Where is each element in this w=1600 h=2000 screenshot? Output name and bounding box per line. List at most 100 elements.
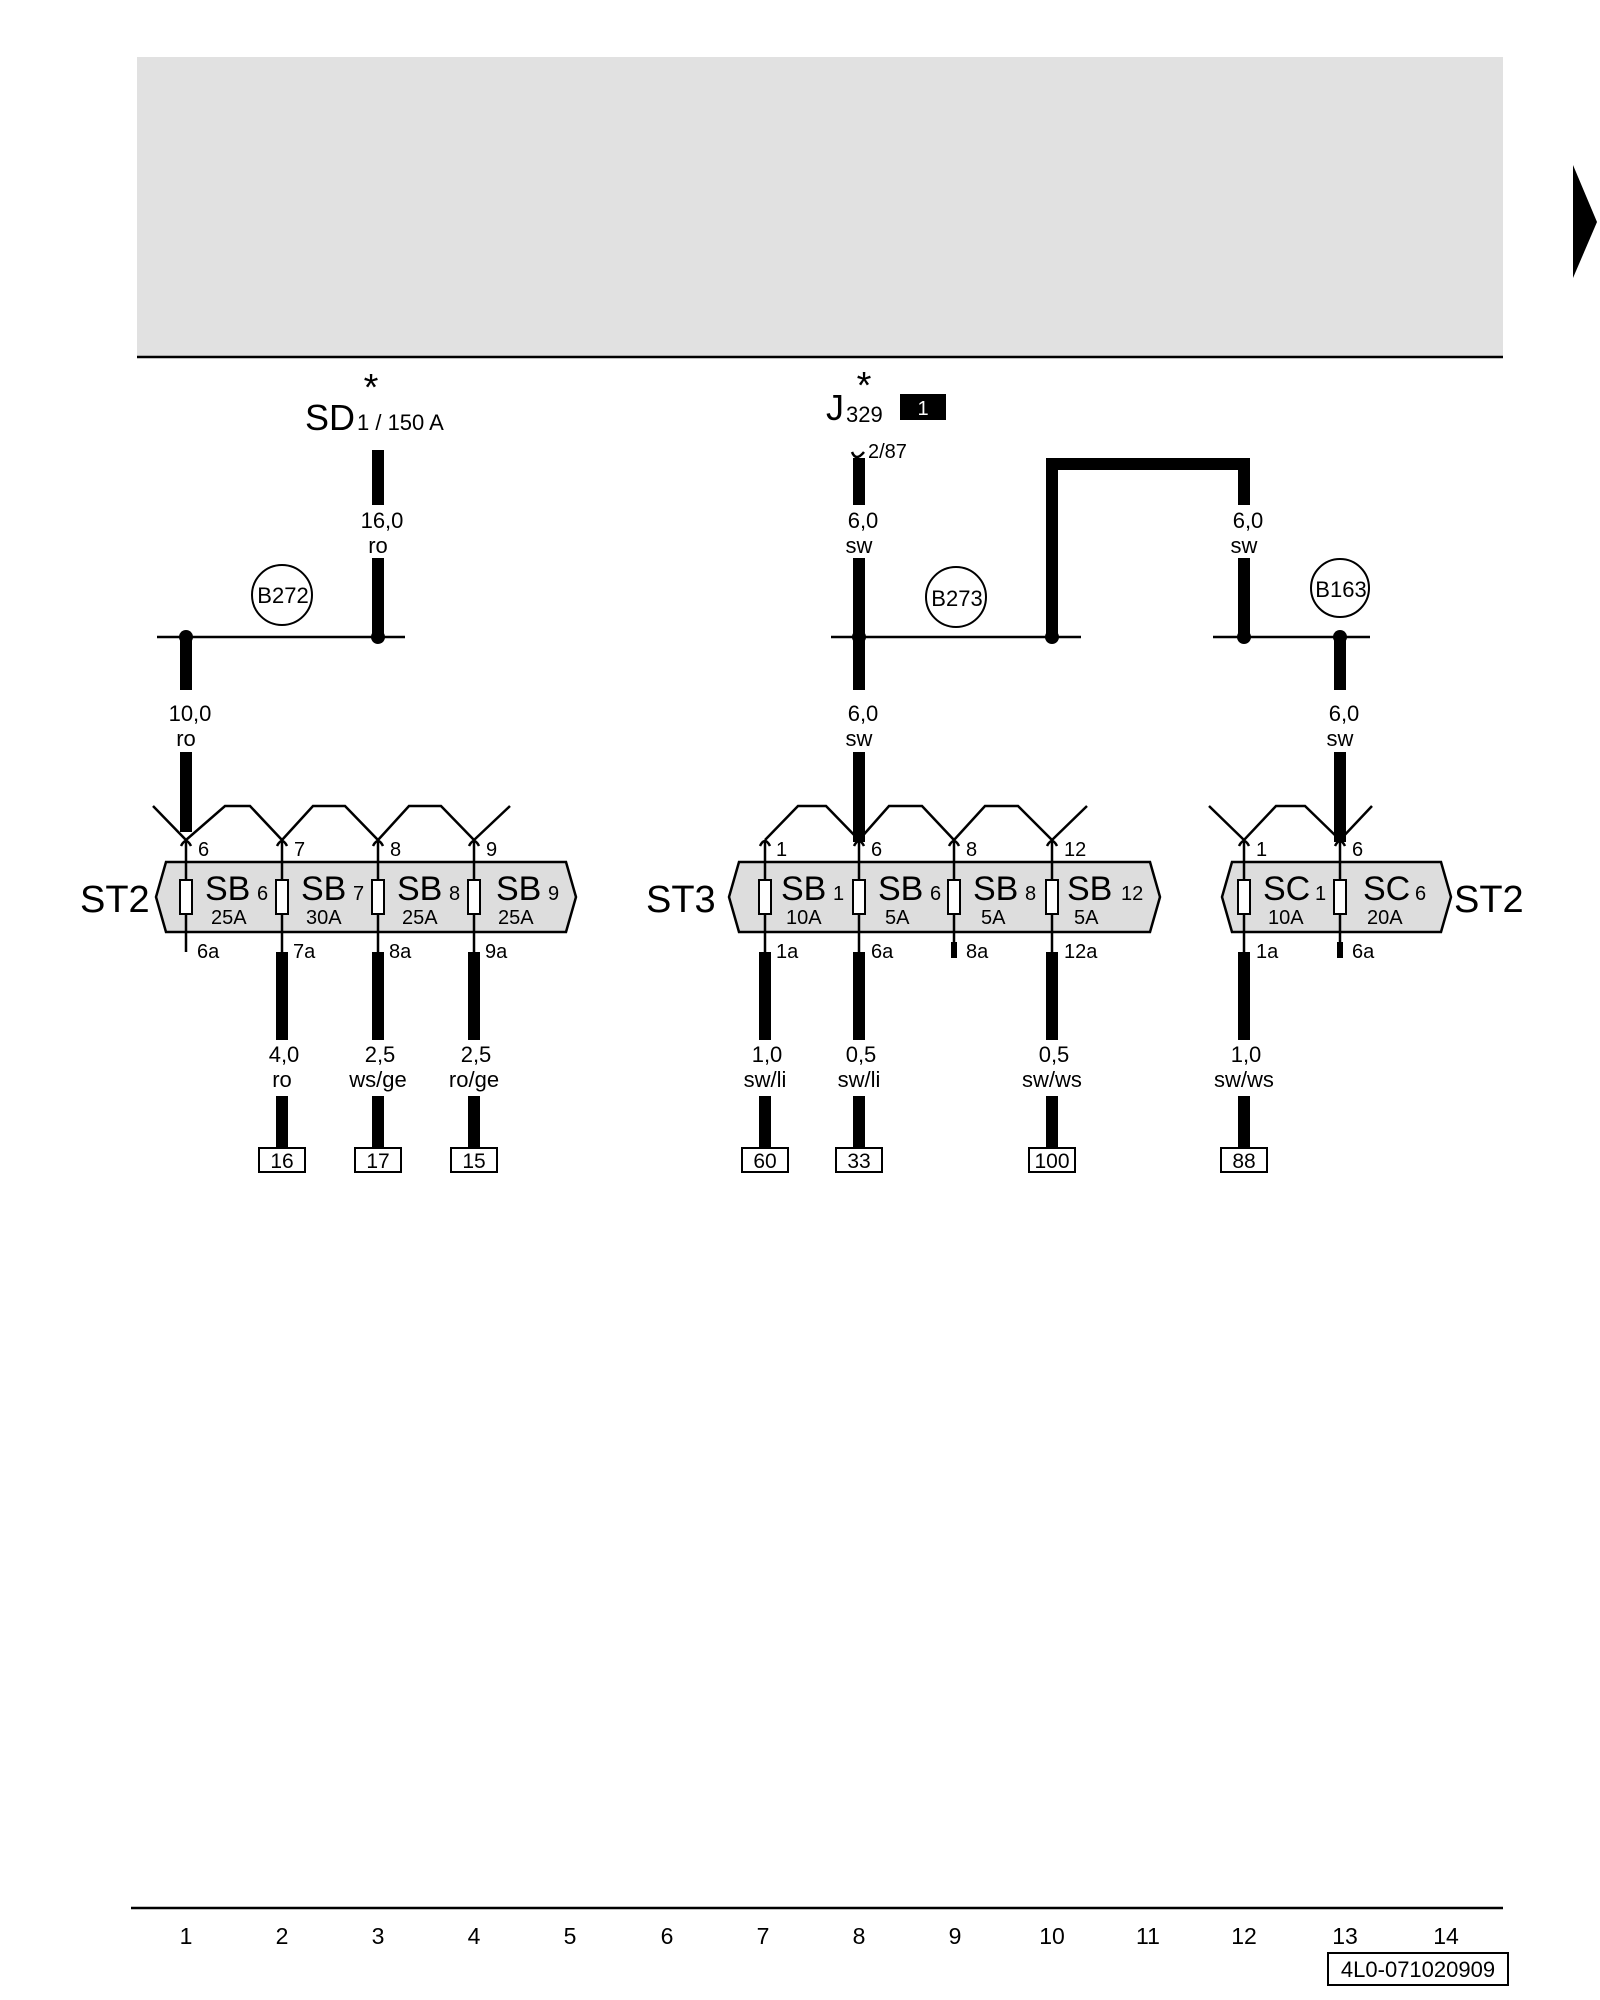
strip-mid-label: ST3 — [646, 879, 716, 921]
j329-sub: 329 — [846, 402, 883, 427]
wire-sd1-size: 16,0 — [361, 508, 404, 533]
track-number: 4 — [468, 1923, 481, 1949]
pin-bottom: 1a — [776, 941, 799, 963]
output-wire-33: 0,5 sw/li 33 — [835, 952, 883, 1173]
pin-top: 8 — [966, 839, 977, 861]
track-number: 1 — [180, 1923, 193, 1949]
wire-bridge-color: sw — [1231, 533, 1258, 558]
wire-ref: 60 — [753, 1150, 776, 1173]
fuse-amp: 10A — [1268, 907, 1304, 929]
fuse-sb7-left: 7 SB 7 30A 7a — [275, 839, 364, 963]
sd1-sub: 1 / 150 A — [357, 410, 444, 435]
fuse-sb8-left: 8 SB 8 25A 8a — [371, 839, 460, 963]
track-number: 12 — [1231, 1923, 1257, 1949]
fuse-sb6-left: 6 SB 6 25A 6a — [179, 839, 268, 963]
j329-badge — [900, 394, 946, 420]
wire-color: sw/li — [838, 1067, 881, 1092]
fuse-name: SB — [397, 870, 442, 908]
pin-top: 8 — [390, 839, 401, 861]
wire-left-color: ro — [176, 726, 196, 751]
strip-right-label: ST2 — [1454, 879, 1524, 921]
fuse-amp: 20A — [1367, 907, 1403, 929]
pin-bottom: 9a — [485, 941, 508, 963]
fuse-name: SB — [496, 870, 541, 908]
fuse-sc6-right: 6 SC 6 20A 6a — [1333, 839, 1426, 963]
track-number: 13 — [1332, 1923, 1358, 1949]
track-number: 11 — [1136, 1923, 1160, 1949]
pin-top: 7 — [294, 839, 305, 861]
doc-id-box — [1327, 1952, 1509, 1986]
pin-bottom: 12a — [1064, 941, 1098, 963]
fuse-sb6-mid: 6 SB 6 5A 6a — [852, 839, 941, 963]
pin-bottom: 8a — [966, 941, 989, 963]
j329-name: J — [826, 387, 844, 428]
fuse-name: SC — [1363, 870, 1410, 908]
track-number: 10 — [1039, 1923, 1065, 1949]
fuse-index: 6 — [930, 883, 941, 905]
pin-top: 1 — [776, 839, 787, 861]
fuse-name: SB — [781, 870, 826, 908]
pin-top: 6 — [871, 839, 882, 861]
wire-right-size: 6,0 — [1329, 701, 1360, 726]
wire-ref: 17 — [366, 1150, 389, 1173]
j329-pin: 2/87 — [868, 441, 907, 463]
bus-zigzag-left — [152, 804, 511, 842]
fuse-amp: 5A — [1074, 907, 1099, 929]
wire-size: 1,0 — [1231, 1042, 1262, 1067]
fuse-index: 7 — [353, 883, 364, 905]
pin-bottom: 6a — [197, 941, 220, 963]
wire-size: 2,5 — [365, 1042, 396, 1067]
next-page-arrow-icon[interactable] — [1573, 165, 1597, 278]
wire-size: 4,0 — [269, 1042, 300, 1067]
wire-ref: 100 — [1034, 1150, 1069, 1173]
header-area — [137, 57, 1503, 357]
fuse-sb8-mid: 8 SB 8 5A 8a — [947, 839, 1036, 963]
track-number: 3 — [372, 1923, 385, 1949]
fuse-index: 9 — [548, 883, 559, 905]
fuse-sb12-mid: 12 SB 12 5A 12a — [1045, 839, 1143, 963]
connector-b163-label: B163 — [1315, 577, 1366, 602]
wire-j329-color: sw — [846, 533, 873, 558]
fuse-amp: 30A — [306, 907, 342, 929]
connector-b272-circle — [251, 564, 313, 626]
sd1-star: * — [364, 367, 379, 409]
wire-color: ws/ge — [348, 1067, 406, 1092]
fuse-index: 6 — [257, 883, 268, 905]
wire-size: 1,0 — [752, 1042, 783, 1067]
bus-zigzag-right — [1208, 804, 1373, 842]
wire-bridge-size: 6,0 — [1233, 508, 1264, 533]
strip-left-label: ST2 — [80, 879, 150, 921]
fuse-name: SB — [301, 870, 346, 908]
wire-mid-size: 6,0 — [848, 701, 879, 726]
j329-star: * — [857, 365, 872, 407]
doc-id: 4L0-071020909 — [1341, 1957, 1495, 1982]
fuse-amp: 5A — [885, 907, 910, 929]
fuse-amp: 10A — [786, 907, 822, 929]
fuse-index: 1 — [833, 883, 844, 905]
track-number: 6 — [661, 1923, 674, 1949]
fuse-name: SB — [878, 870, 923, 908]
output-wire-100: 0,5 sw/ws 100 — [1022, 952, 1082, 1173]
wire-size: 0,5 — [1039, 1042, 1070, 1067]
wire-mid-color: sw — [846, 726, 873, 751]
bus-zigzag-mid — [764, 804, 1088, 842]
junction-dot — [1237, 630, 1251, 644]
wire-ref: 88 — [1232, 1150, 1255, 1173]
wire-size: 0,5 — [846, 1042, 877, 1067]
fuse-name: SB — [1067, 870, 1112, 908]
pin-bottom: 6a — [1352, 941, 1375, 963]
output-wire-17: 2,5 ws/ge 17 — [348, 952, 407, 1173]
track-number: 2 — [276, 1923, 289, 1949]
pin-top: 6 — [198, 839, 209, 861]
fuse-amp: 25A — [211, 907, 247, 929]
fuse-index: 12 — [1121, 883, 1143, 905]
component-sd1: * SD 1 / 150 A — [305, 367, 444, 438]
wire-color: sw/ws — [1214, 1067, 1274, 1092]
fuse-name: SB — [973, 870, 1018, 908]
wire-ref: 15 — [462, 1150, 485, 1173]
j329-pin-hook — [850, 451, 865, 459]
track-number: 9 — [949, 1923, 962, 1949]
connector-b273-circle — [925, 566, 987, 628]
connector-b273-label: B273 — [931, 586, 982, 611]
